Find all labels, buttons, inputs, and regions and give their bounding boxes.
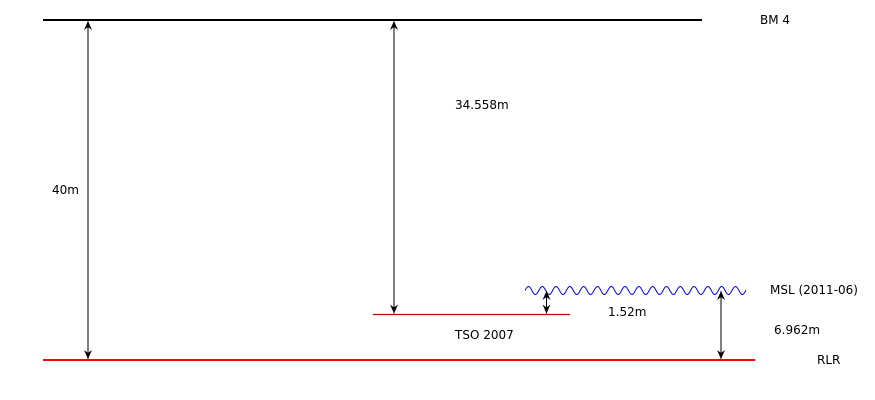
tso-to-msl-label: 1.52m	[608, 305, 646, 319]
rlr-label: RLR	[817, 353, 840, 367]
bm4-to-tso-label: 34.558m	[455, 98, 509, 112]
msl-wavy-line	[524, 285, 747, 296]
tso2007-label: TSO 2007	[454, 328, 514, 342]
msl-to-rlr-label: 6.962m	[774, 323, 820, 337]
msl-label: MSL (2011-06)	[770, 283, 858, 297]
bm4-to-rlr-label: 40m	[52, 183, 79, 197]
bm4-label: BM 4	[760, 13, 790, 27]
